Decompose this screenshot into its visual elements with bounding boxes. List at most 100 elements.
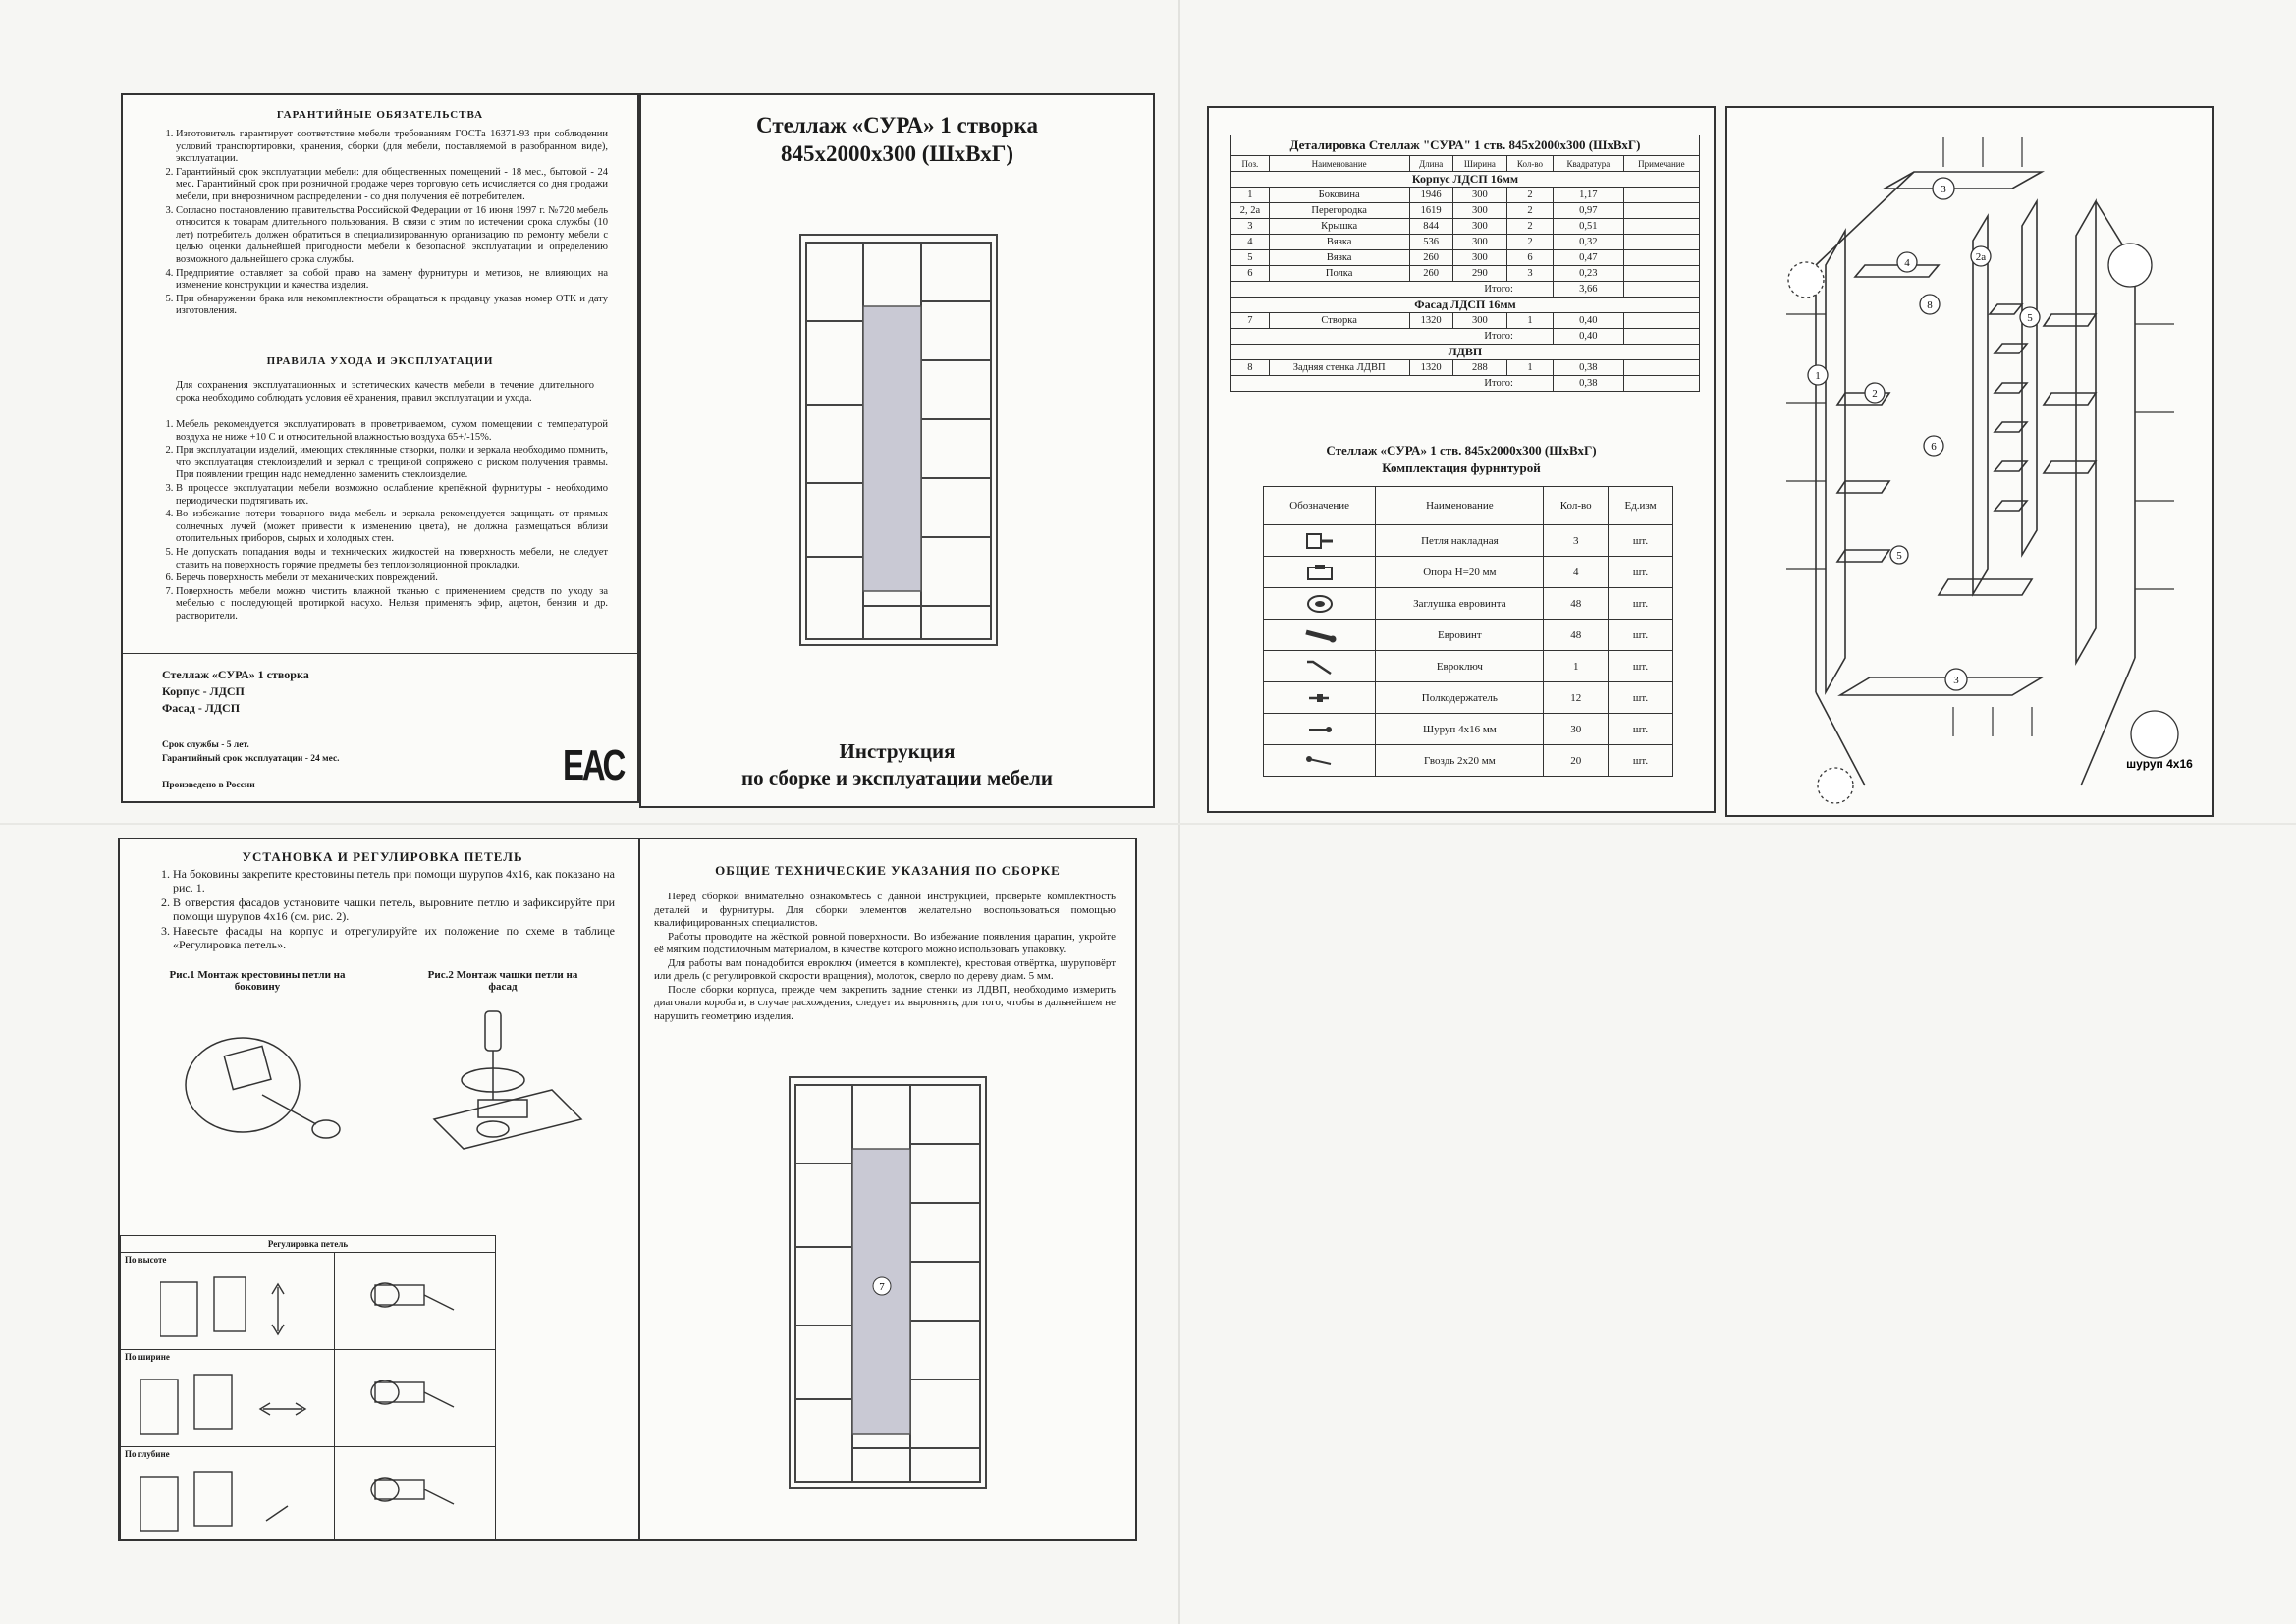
care-item: Поверхность мебели можно чистить влажной… xyxy=(176,586,608,623)
hinge-list: На боковины закрепите крестовины петель … xyxy=(159,867,615,952)
product-line: Фасад - ЛДСП xyxy=(162,701,241,715)
detail-cell: 300 xyxy=(1451,249,1508,266)
detail-cell: 0,40 xyxy=(1552,312,1624,329)
guarantee-item: Предприятие оставляет за собой право на … xyxy=(176,268,608,293)
detail-cell: 844 xyxy=(1408,218,1453,235)
detail-total-note xyxy=(1622,375,1701,392)
guarantee-item: Изготовитель гарантирует соответствие ме… xyxy=(176,129,608,166)
hardware-unit: шт. xyxy=(1608,556,1673,588)
detail-table: Деталировка Стеллаж "СУРА" 1 ств. 845х20… xyxy=(1230,135,1701,392)
detail-cell: 3 xyxy=(1230,218,1270,235)
detail-cell: 0,47 xyxy=(1552,249,1624,266)
detail-header-cell: Длина xyxy=(1408,155,1453,172)
hardware-icon-cell xyxy=(1262,681,1377,714)
screw-callout-label: шуруп 4х16 xyxy=(2126,757,2193,771)
hardware-icon-cell xyxy=(1262,556,1377,588)
part-number-label: 3 xyxy=(1953,675,1959,686)
hardware-icon-cell xyxy=(1262,619,1377,651)
cover-subtitle-line1: Инструкция xyxy=(839,739,956,763)
detail-total-row: Итого:0,40 xyxy=(1230,328,1701,345)
part-number-label: 6 xyxy=(1931,441,1937,453)
hardware-icon-cell xyxy=(1262,650,1377,682)
part-number-label: 2а xyxy=(1976,251,1987,263)
part-number-label: 5 xyxy=(1896,550,1902,562)
cover-subtitle: Инструкция по сборке и эксплуатации мебе… xyxy=(641,738,1153,791)
detail-cell: 300 xyxy=(1451,218,1508,235)
detail-cell: 8 xyxy=(1230,359,1270,376)
general-title: ОБЩИЕ ТЕХНИЧЕСКИЕ УКАЗАНИЯ ПО СБОРКЕ xyxy=(715,863,1061,878)
hardware-name: Полкодержатель xyxy=(1375,681,1545,714)
care-item: В процессе эксплуатации мебели возможно … xyxy=(176,483,608,508)
shelf-front-drawing xyxy=(799,234,998,646)
care-item: Не допускать попадания воды и технически… xyxy=(176,547,608,571)
detail-cell: 290 xyxy=(1451,265,1508,282)
hardware-name: Гвоздь 2х20 мм xyxy=(1375,744,1545,777)
cover-title: Стеллаж «СУРА» 1 створка 845х2000х300 (Ш… xyxy=(641,111,1153,168)
detail-cell: 260 xyxy=(1408,265,1453,282)
detail-header-cell: Поз. xyxy=(1230,155,1270,172)
detail-cell: 7 xyxy=(1230,312,1270,329)
guarantee-list: Изготовитель гарантирует соответствие ме… xyxy=(162,129,608,319)
detail-total-note xyxy=(1622,328,1701,345)
shelf-front-drawing-numbered: 7 xyxy=(789,1076,987,1489)
product-line: Корпус - ЛДСП xyxy=(162,684,245,698)
hardware-qty: 12 xyxy=(1543,681,1610,714)
hardware-qty: 20 xyxy=(1543,744,1610,777)
part-number-label: 3 xyxy=(1941,184,1946,195)
hinge-adjust-table: Регулировка петель По высоте По ширине П… xyxy=(120,1235,496,1539)
detail-cell: 0,23 xyxy=(1552,265,1624,282)
hinge-step: На боковины закрепите крестовины петель … xyxy=(173,867,615,894)
shelf-pin-icon xyxy=(1303,687,1337,709)
guarantee-item: Согласно постановлению правительства Рос… xyxy=(176,205,608,267)
detail-header-cell: Кол-во xyxy=(1506,155,1554,172)
door-callout xyxy=(872,1276,892,1296)
detail-cell: 1,17 xyxy=(1552,187,1624,203)
detail-cell: 1 xyxy=(1230,187,1270,203)
service-lines: Срок службы - 5 лет.Гарантийный срок экс… xyxy=(162,738,340,766)
service-line: Гарантийный срок эксплуатации - 24 мес. xyxy=(162,754,340,764)
hinge-panel: УСТАНОВКА И РЕГУЛИРОВКА ПЕТЕЛЬ На бокови… xyxy=(118,838,647,1541)
cover-title-line2: 845х2000х300 (ШхВхГ) xyxy=(781,141,1013,166)
hinge-row-width-illustration xyxy=(334,1349,496,1447)
detail-cell: Полка xyxy=(1268,265,1410,282)
detail-cell: 3 xyxy=(1506,265,1554,282)
detail-cell xyxy=(1622,202,1701,219)
eac-mark: ЕАС xyxy=(563,741,626,789)
hardware-unit: шт. xyxy=(1608,713,1673,745)
guarantee-panel: ГАРАНТИЙНЫЕ ОБЯЗАТЕЛЬСТВА Изготовитель г… xyxy=(121,93,639,803)
hinge-adjust-title: Регулировка петель xyxy=(120,1235,496,1253)
detail-cell: 0,32 xyxy=(1552,234,1624,250)
part-number-label: 2 xyxy=(1872,388,1878,400)
hardware-name: Заглушка евровинта xyxy=(1375,587,1545,620)
detail-cell: 1619 xyxy=(1408,202,1453,219)
detail-cell: 1 xyxy=(1506,359,1554,376)
made-in: Произведено в России xyxy=(162,781,255,790)
hinge-row-depth-illustration xyxy=(334,1446,496,1539)
part-number-label: 1 xyxy=(1815,370,1821,382)
hinge-icon xyxy=(1303,530,1337,552)
divider xyxy=(123,653,637,654)
cover-title-line1: Стеллаж «СУРА» 1 створка xyxy=(756,113,1038,137)
detail-cell xyxy=(1622,234,1701,250)
detail-total-value: 0,40 xyxy=(1552,328,1624,345)
hinge-row-height: По высоте xyxy=(120,1252,335,1350)
detail-cell: 260 xyxy=(1408,249,1453,266)
detail-cell: 2 xyxy=(1506,202,1554,219)
hardware-unit: шт. xyxy=(1608,524,1673,557)
hardware-name: Евровинт xyxy=(1375,619,1545,651)
detail-cell: Крышка xyxy=(1268,218,1410,235)
detail-cell: Задняя стенка ЛДВП xyxy=(1268,359,1410,376)
hardware-qty: 48 xyxy=(1543,619,1610,651)
fig2-drawing xyxy=(432,1010,583,1150)
